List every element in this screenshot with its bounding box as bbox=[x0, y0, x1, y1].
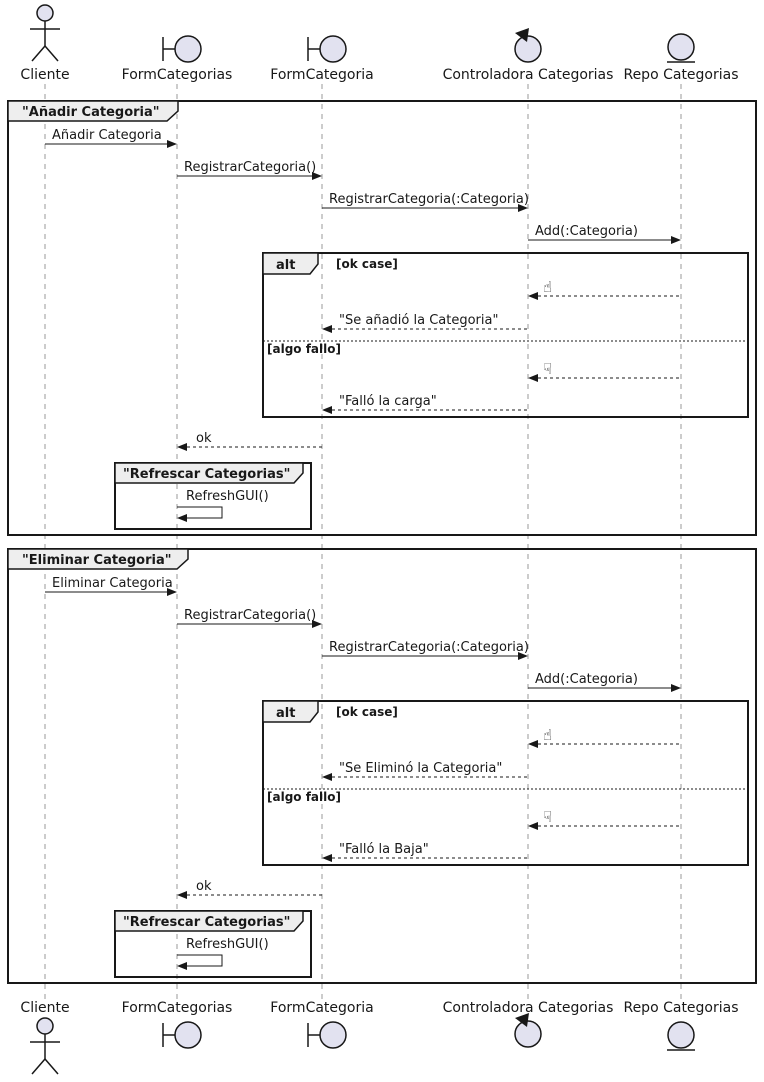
participant-label-cliente: Cliente bbox=[20, 1000, 69, 1016]
return-se-anadio: "Se añadió la Categoria" bbox=[322, 313, 528, 333]
frame-border bbox=[7, 548, 757, 984]
participants-bottom: Cliente FormCategorias FormCategoria Con… bbox=[20, 1000, 739, 1075]
return-ok: ok bbox=[177, 879, 322, 899]
message-label: RegistrarCategoria() bbox=[184, 608, 316, 623]
alt-border bbox=[262, 252, 749, 418]
message-add-categoria: Add(:Categoria) bbox=[528, 672, 681, 692]
return-label: "Se añadió la Categoria" bbox=[339, 313, 498, 328]
thumbs-up-icon: ☝ bbox=[543, 278, 552, 296]
entity-icon bbox=[667, 1021, 695, 1051]
participant-label-formcategoria: FormCategoria bbox=[270, 1000, 373, 1016]
message-label: Eliminar Categoria bbox=[52, 576, 173, 591]
participant-label-controladora: Controladora Categorias bbox=[443, 67, 614, 83]
message-label: RegistrarCategoria(:Categoria) bbox=[329, 640, 529, 655]
return-thumbs-up: ☝ bbox=[528, 278, 681, 300]
participant-label-cliente: Cliente bbox=[20, 67, 69, 83]
return-fallo-baja: "Falló la Baja" bbox=[322, 842, 528, 862]
actor-icon bbox=[30, 1017, 60, 1075]
frame-refrescar-categorias: "Refrescar Categorias" RefreshGUI() bbox=[114, 910, 312, 978]
thumbs-down-icon: ☟ bbox=[543, 808, 552, 826]
message-eliminar-categoria: Eliminar Categoria bbox=[45, 576, 177, 596]
message-label: RegistrarCategoria(:Categoria) bbox=[329, 192, 529, 207]
entity-icon bbox=[667, 33, 695, 63]
participant-label-repo: Repo Categorias bbox=[623, 1000, 738, 1016]
message-registrarcategoria: RegistrarCategoria() bbox=[177, 608, 322, 628]
message-label: Add(:Categoria) bbox=[535, 224, 638, 239]
thumbs-up-icon: ☝ bbox=[543, 726, 552, 744]
frame-title: "Refrescar Categorias" bbox=[123, 467, 290, 482]
message-label: RefreshGUI() bbox=[186, 937, 269, 952]
alt-title-tab bbox=[262, 252, 319, 275]
frame-anadir-categoria: "Añadir Categoria" Añadir Categoria Regi… bbox=[7, 100, 757, 536]
message-label: RegistrarCategoria() bbox=[184, 160, 316, 175]
message-registrarcategoria: RegistrarCategoria() bbox=[177, 160, 322, 180]
participant-label-formcategorias: FormCategorias bbox=[122, 67, 233, 83]
control-icon bbox=[514, 28, 542, 63]
frame-title-tab bbox=[7, 100, 179, 122]
return-thumbs-down: ☟ bbox=[528, 808, 681, 830]
return-label: ok bbox=[196, 431, 212, 446]
return-label: ok bbox=[196, 879, 212, 894]
alt-border bbox=[262, 700, 749, 866]
alt-label: alt bbox=[276, 258, 295, 273]
alt-guard-fail: [algo fallo] bbox=[267, 790, 341, 804]
frame-title: "Añadir Categoria" bbox=[22, 105, 160, 120]
actor-icon bbox=[30, 4, 60, 62]
boundary-icon bbox=[307, 1021, 347, 1049]
alt-label: alt bbox=[276, 706, 295, 721]
boundary-icon bbox=[162, 35, 202, 63]
participant-label-repo: Repo Categorias bbox=[623, 67, 738, 83]
boundary-icon bbox=[307, 35, 347, 63]
self-message-refreshgui: RefreshGUI() bbox=[177, 937, 269, 970]
boundary-icon bbox=[162, 1021, 202, 1049]
return-label: "Falló la carga" bbox=[339, 394, 437, 409]
frame-title: "Refrescar Categorias" bbox=[123, 915, 290, 930]
participant-label-formcategoria: FormCategoria bbox=[270, 67, 373, 83]
message-anadir-categoria: Añadir Categoria bbox=[45, 128, 177, 148]
alt-title-tab bbox=[262, 700, 319, 723]
thumbs-down-icon: ☟ bbox=[543, 360, 552, 378]
alt-fragment: alt [ok case] ☝ "Se Eliminó la Categoria… bbox=[262, 700, 749, 866]
frame-refrescar-categorias: "Refrescar Categorias" RefreshGUI() bbox=[114, 462, 312, 530]
alt-guard-fail: [algo fallo] bbox=[267, 342, 341, 356]
alt-guard-ok: [ok case] bbox=[336, 705, 398, 719]
return-fallo-carga: "Falló la carga" bbox=[322, 394, 528, 414]
alt-guard-ok: [ok case] bbox=[336, 257, 398, 271]
alt-fragment: alt [ok case] ☝ "Se añadió la Categoria"… bbox=[262, 252, 749, 418]
frame-eliminar-categoria: "Eliminar Categoria" Eliminar Categoria … bbox=[7, 548, 757, 984]
return-ok: ok bbox=[177, 431, 322, 451]
message-add-categoria: Add(:Categoria) bbox=[528, 224, 681, 244]
frame-title: "Eliminar Categoria" bbox=[22, 553, 172, 568]
frame-title-tab bbox=[114, 910, 304, 932]
participant-label-formcategorias: FormCategorias bbox=[122, 1000, 233, 1016]
frame-title-tab bbox=[114, 462, 304, 484]
message-label: Añadir Categoria bbox=[52, 128, 162, 143]
participants-top: Cliente FormCategorias FormCategoria Con… bbox=[20, 4, 739, 83]
lifelines bbox=[44, 84, 682, 999]
return-thumbs-up: ☝ bbox=[528, 726, 681, 748]
control-icon bbox=[514, 1013, 542, 1048]
return-se-elimino: "Se Eliminó la Categoria" bbox=[322, 761, 528, 781]
message-label: RefreshGUI() bbox=[186, 489, 269, 504]
return-label: "Se Eliminó la Categoria" bbox=[339, 761, 502, 776]
participant-label-controladora: Controladora Categorias bbox=[443, 1000, 614, 1016]
self-message-refreshgui: RefreshGUI() bbox=[177, 489, 269, 522]
return-label: "Falló la Baja" bbox=[339, 842, 429, 857]
return-thumbs-down: ☟ bbox=[528, 360, 681, 382]
frame-title-tab bbox=[7, 548, 189, 570]
message-label: Add(:Categoria) bbox=[535, 672, 638, 687]
message-registrarcategoria-param: RegistrarCategoria(:Categoria) bbox=[322, 192, 529, 212]
frame-border bbox=[7, 100, 757, 536]
message-registrarcategoria-param: RegistrarCategoria(:Categoria) bbox=[322, 640, 529, 660]
